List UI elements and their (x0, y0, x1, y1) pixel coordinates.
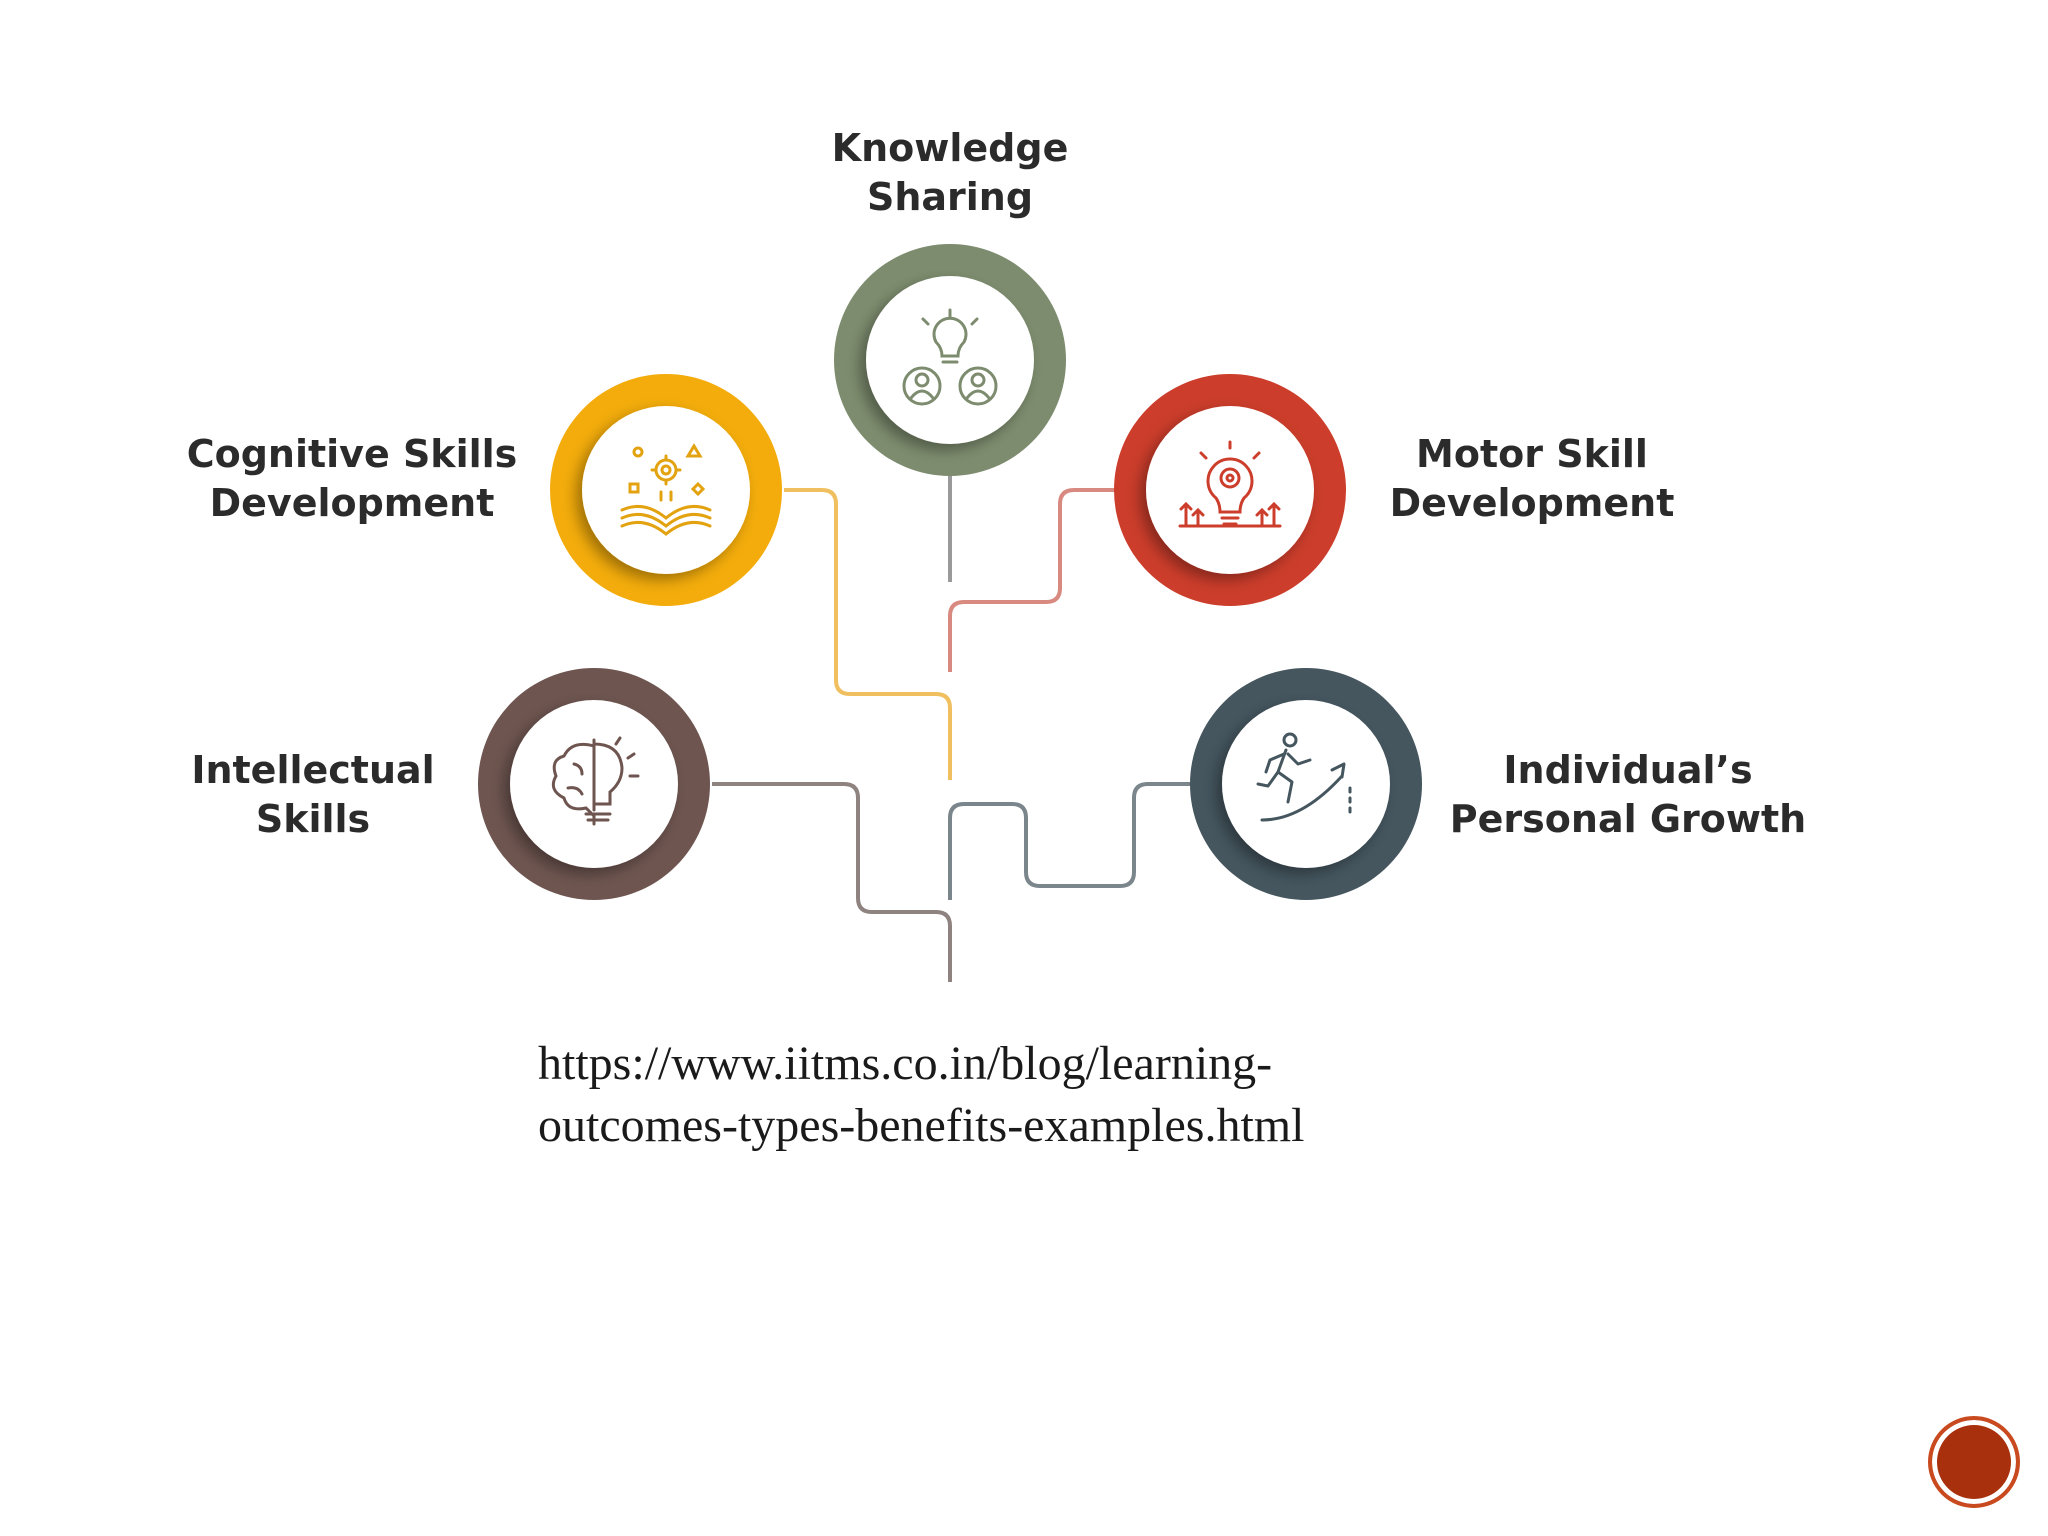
connector-cognitive-skills (784, 488, 952, 780)
label-motor-skill: Motor Skill Development (1372, 430, 1692, 528)
label-intellectual-skills: Intellectual Skills (178, 746, 448, 844)
label-line: Knowledge (831, 126, 1069, 170)
label-line: Development (209, 481, 495, 525)
circle-knowledge-sharing (834, 244, 1066, 476)
connector-motor-skill (948, 488, 1122, 672)
circle-cognitive-skills (550, 374, 782, 606)
connector-personal-growth (948, 782, 1190, 900)
label-line: Intellectual (191, 748, 435, 792)
label-knowledge-sharing: Knowledge Sharing (820, 124, 1080, 222)
circle-personal-growth (1190, 668, 1422, 900)
runner-arrow-icon (1256, 732, 1352, 822)
label-line: Cognitive Skills (186, 432, 518, 476)
label-line: Development (1389, 481, 1675, 525)
label-line: Sharing (866, 175, 1034, 219)
brain-bulb-icon (551, 736, 640, 826)
source-url-line: outcomes-types-benefits-examples.html (538, 1099, 1305, 1152)
connector-intellectual-skills (712, 782, 952, 982)
circle-intellectual-skills (478, 668, 710, 900)
connector-lines (712, 470, 1190, 982)
source-url-text: https://www.iitms.co.in/blog/learning- o… (538, 1033, 1638, 1157)
label-line: Skills (255, 797, 371, 841)
label-cognitive-skills: Cognitive Skills Development (182, 430, 522, 528)
lightbulb-people-icon (902, 308, 998, 406)
label-line: Personal Growth (1449, 797, 1807, 841)
book-gear-shapes-icon (620, 443, 712, 536)
label-personal-growth: Individual’s Personal Growth (1448, 746, 1808, 844)
label-line: Motor Skill (1416, 432, 1648, 476)
bulb-gear-arrows-icon (1178, 440, 1282, 528)
label-line: Individual’s (1503, 748, 1753, 792)
next-slide-button[interactable] (1928, 1416, 2020, 1508)
circle-motor-skill (1114, 374, 1346, 606)
source-url-line: https://www.iitms.co.in/blog/learning- (538, 1037, 1273, 1090)
